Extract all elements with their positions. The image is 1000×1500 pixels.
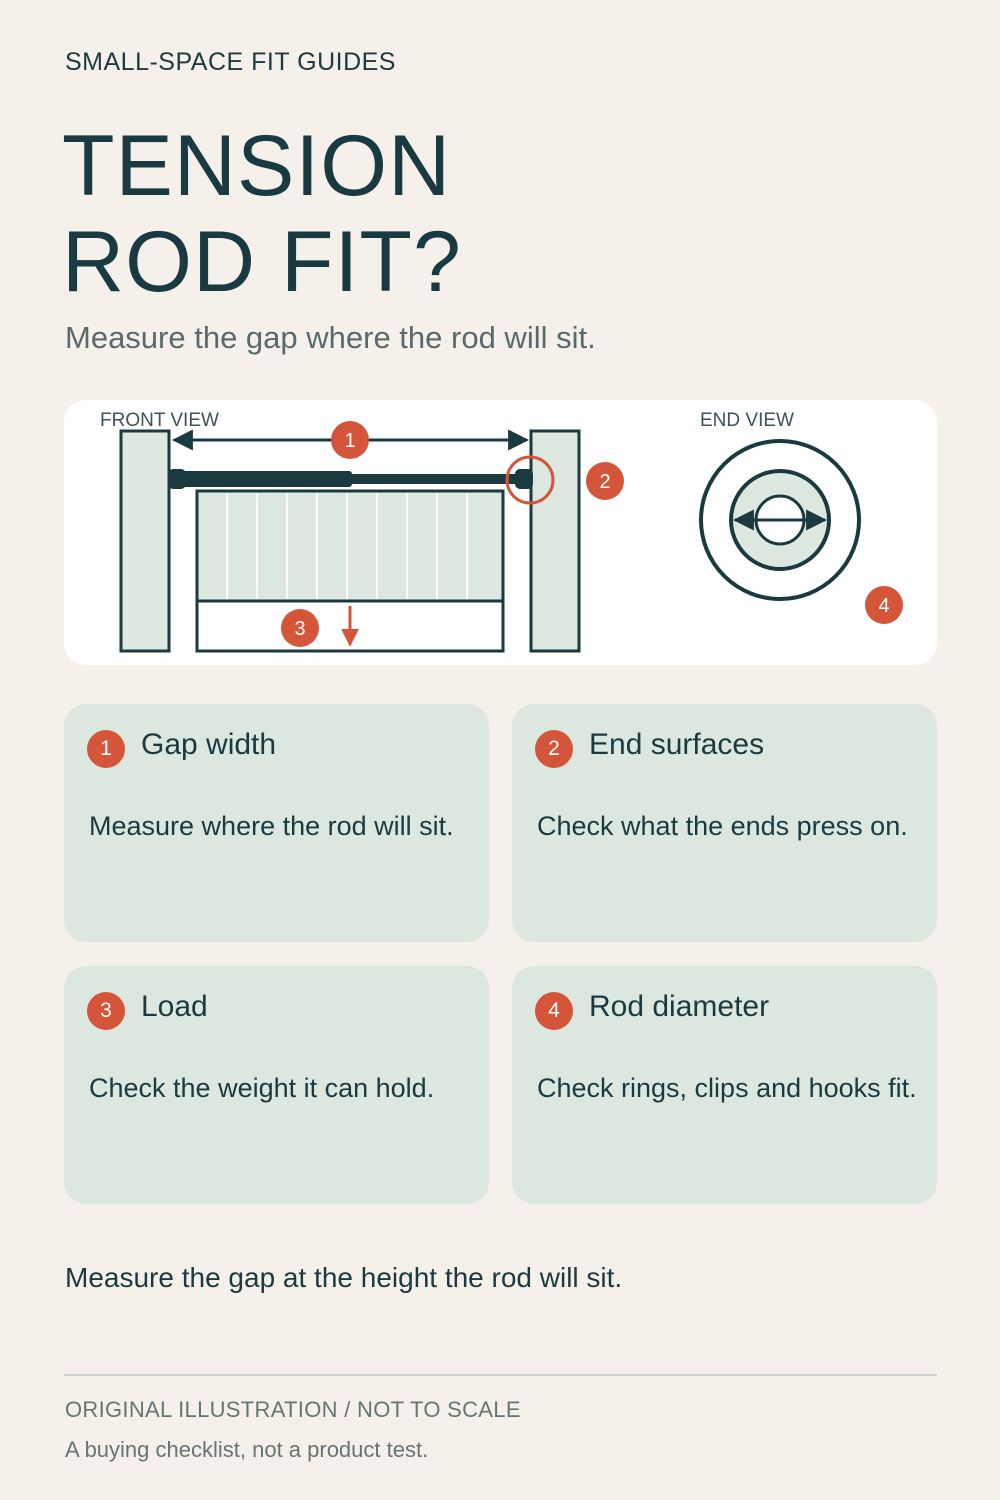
rod-right-end [515, 469, 533, 489]
marker-2: 2 [586, 462, 624, 500]
card-load: 3 Load Check the weight it can hold. [64, 966, 489, 1204]
card-title: Rod diameter [589, 990, 770, 1023]
page-title-line-1: TENSION [62, 118, 452, 214]
card-badge: 1 [87, 730, 125, 768]
marker-1: 1 [331, 421, 369, 459]
svg-text:4: 4 [878, 595, 889, 617]
subtitle: Measure the gap where the rod will sit. [65, 320, 596, 355]
disclaimer: A buying checklist, not a product test. [65, 1437, 429, 1462]
card-body: Measure where the rod will sit. [89, 811, 454, 841]
fit-diagram: FRONT VIEW END V [64, 400, 937, 665]
marker-4: 4 [865, 586, 903, 624]
page-title-line-2: ROD FIT? [62, 214, 462, 310]
curtain-folds [226, 493, 468, 599]
left-wall [119, 429, 171, 653]
eyebrow: SMALL-SPACE FIT GUIDES [65, 48, 396, 76]
card-badge: 2 [535, 730, 573, 768]
end-view-label: END VIEW [700, 410, 794, 431]
footnote: Measure the gap at the height the rod wi… [65, 1262, 623, 1293]
card-badge: 3 [87, 992, 125, 1030]
fit-diagram-svg: FRONT VIEW END V [100, 410, 903, 653]
card-body: Check rings, clips and hooks fit. [537, 1073, 917, 1103]
end-surface-highlight [505, 455, 555, 505]
curtain-panel [195, 489, 505, 603]
front-view-label: FRONT VIEW [100, 410, 219, 431]
svg-text:1: 1 [344, 430, 355, 452]
rod-left-end [168, 469, 186, 489]
card-badge: 4 [535, 992, 573, 1030]
card-rod-diameter: 4 Rod diameter Check rings, clips and ho… [512, 966, 937, 1204]
card-title: End surfaces [589, 728, 765, 761]
svg-text:2: 2 [599, 471, 610, 493]
card-title: Load [141, 990, 208, 1023]
illustration-credit: ORIGINAL ILLUSTRATION / NOT TO SCALE [65, 1397, 521, 1422]
page-title: TENSION ROD FIT? [62, 118, 462, 310]
right-wall [529, 429, 581, 653]
card-body: Check the weight it can hold. [89, 1073, 435, 1103]
card-body: Check what the ends press on. [537, 811, 908, 841]
card-title: Gap width [141, 728, 277, 761]
svg-text:3: 3 [294, 618, 305, 640]
rod-thick-section [172, 471, 352, 487]
card-end-surfaces: 2 End surfaces Check what the ends press… [512, 704, 937, 942]
marker-3: 3 [281, 609, 319, 647]
card-gap-width: 1 Gap width Measure where the rod will s… [64, 704, 489, 942]
footer-divider [64, 1374, 937, 1376]
